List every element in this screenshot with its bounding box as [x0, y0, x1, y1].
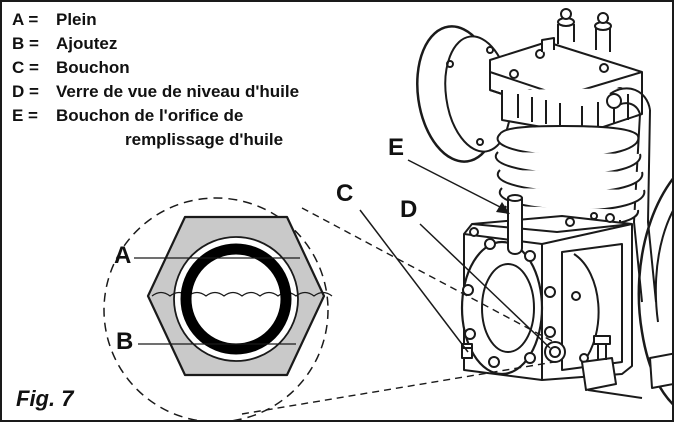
magnify-circle	[103, 197, 329, 420]
magnify-lines	[241, 207, 555, 415]
callout-c: C	[336, 180, 354, 207]
sight-glass-small	[544, 341, 566, 363]
discharge-pipe	[606, 87, 657, 303]
legend-text: Bouchon	[56, 58, 130, 77]
legend-text: remplissage d'huile	[125, 130, 284, 149]
mounting-feet	[581, 335, 672, 399]
legend-text: Bouchon de l'orifice de	[56, 106, 244, 125]
sight-glass-window	[173, 236, 299, 362]
callout-e: E	[388, 134, 405, 161]
callout-a: A	[114, 242, 132, 269]
callout-d: D	[400, 196, 418, 223]
oil-fill-plug	[507, 194, 523, 255]
legend-key: D =	[12, 82, 39, 101]
leader-c	[359, 209, 469, 353]
figure-label: Fig. 7	[16, 386, 74, 411]
leader-e-arrow	[496, 202, 510, 214]
oil-ring	[180, 243, 292, 355]
crankcase-bolts	[462, 213, 615, 368]
legend-key: E =	[12, 106, 38, 125]
legend-text: Plein	[56, 10, 97, 29]
leader-d	[419, 223, 551, 349]
legend-text: Verre de vue de niveau d'huile	[56, 82, 300, 101]
legend-key: B =	[12, 34, 39, 53]
legend-key: A =	[12, 10, 39, 29]
leader-e	[407, 159, 503, 209]
callout-b: B	[116, 328, 134, 355]
legend-text: Ajoutez	[56, 34, 118, 53]
legend-key: C =	[12, 58, 39, 77]
top-fittings	[541, 8, 612, 52]
